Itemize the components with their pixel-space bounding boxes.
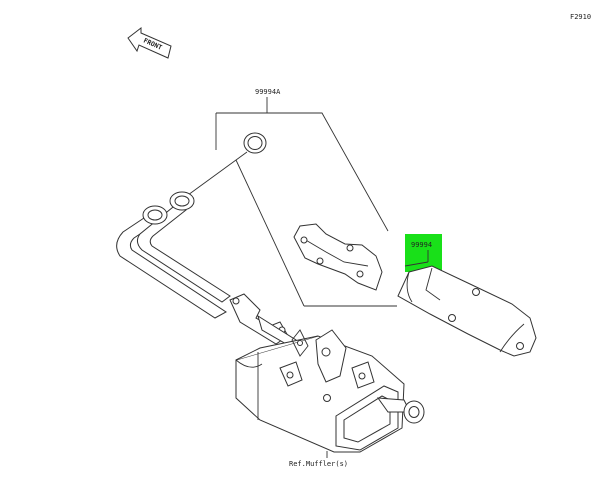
heat-shield-cover <box>397 265 537 357</box>
muffler <box>235 329 425 453</box>
callout-99994-highlight <box>405 234 442 272</box>
header-flange-2 <box>169 191 195 211</box>
header-flange-1 <box>142 205 168 225</box>
callout-99994A-bracket <box>216 112 389 232</box>
inner-heat-shield <box>293 223 383 291</box>
callout-99994-label: 99994 <box>411 241 432 249</box>
exhaust-header-pipes <box>116 191 301 354</box>
front-arrow-icon: FRONT <box>127 26 172 59</box>
muffler-tailpipe <box>376 397 425 424</box>
reference-note: Ref.Muffler(s) <box>289 460 348 468</box>
figure-code: F2910 <box>570 13 591 21</box>
gasket-ring <box>243 132 267 154</box>
callout-99994A-label: 99994A <box>255 88 281 96</box>
